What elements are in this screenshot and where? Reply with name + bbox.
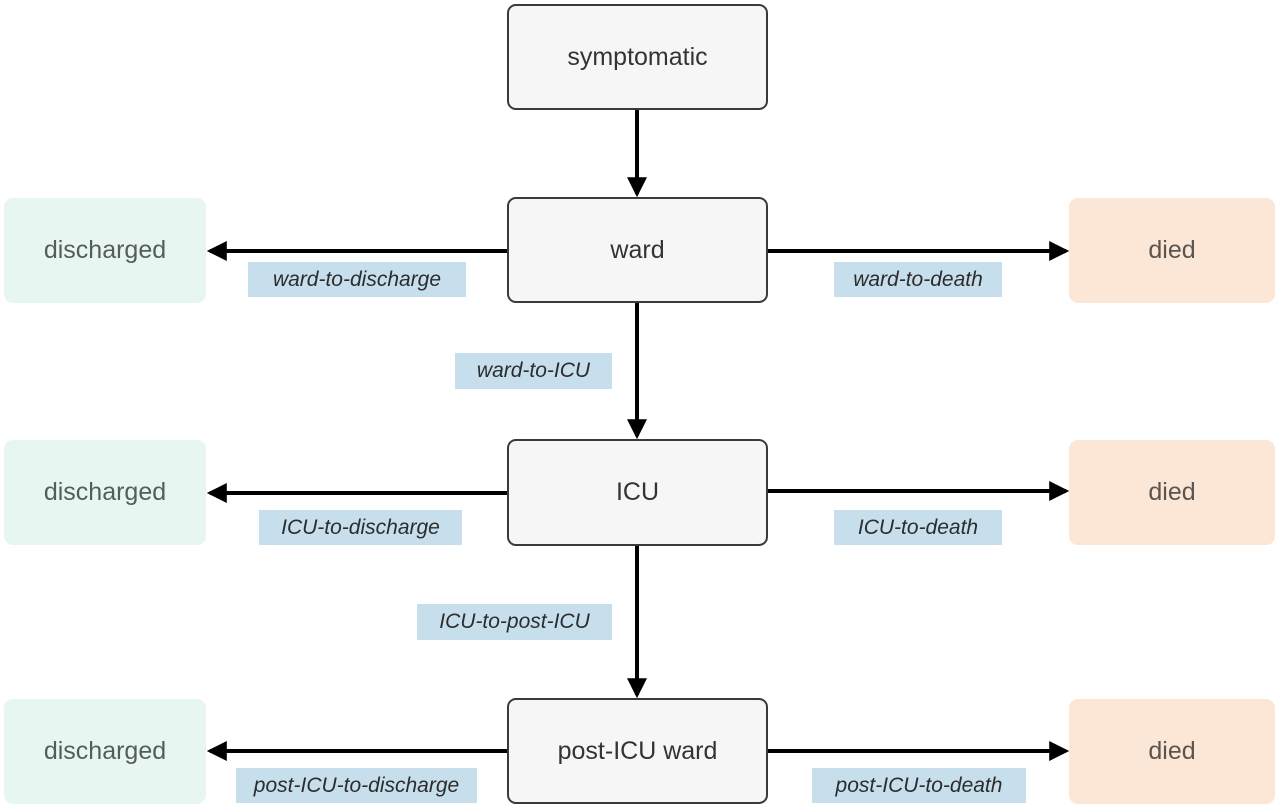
node-discharged-label: discharged [43,478,167,506]
node-died-label: died [1148,737,1196,765]
edge-label-ward-to-discharge: ward-to-discharge [248,262,466,297]
edge-label-icu-to-post-icu: ICU-to-post-ICU [417,604,612,640]
edge-label-post-icu-to-discharge: post-ICU-to-discharge [236,768,477,803]
node-icu-label: ICU [615,478,660,506]
node-discharged-from-post-icu: discharged [4,699,206,804]
edge-label-icu-to-discharge: ICU-to-discharge [259,510,462,545]
node-died-from-ward: died [1069,198,1275,303]
node-ward-label: ward [610,235,665,264]
node-died-label: died [1148,236,1196,264]
node-discharged-from-ward: discharged [4,198,206,303]
edge-label-ward-to-death: ward-to-death [834,262,1002,297]
node-symptomatic-label: symptomatic [567,42,708,71]
node-ward: ward [507,197,768,303]
node-icu: ICU [507,439,768,546]
node-post-icu-ward-label: post-ICU ward [557,736,718,765]
node-died-from-icu: died [1069,440,1275,545]
node-discharged-label: discharged [43,737,167,765]
node-discharged-label: discharged [43,236,167,264]
node-died-label: died [1148,478,1196,506]
edge-label-icu-to-death: ICU-to-death [834,510,1002,545]
node-symptomatic: symptomatic [507,4,768,110]
node-discharged-from-icu: discharged [4,440,206,545]
edge-label-post-icu-to-death: post-ICU-to-death [812,768,1026,803]
edge-label-ward-to-icu: ward-to-ICU [455,353,612,389]
node-died-from-post-icu: died [1069,699,1275,804]
node-post-icu-ward: post-ICU ward [507,698,768,804]
